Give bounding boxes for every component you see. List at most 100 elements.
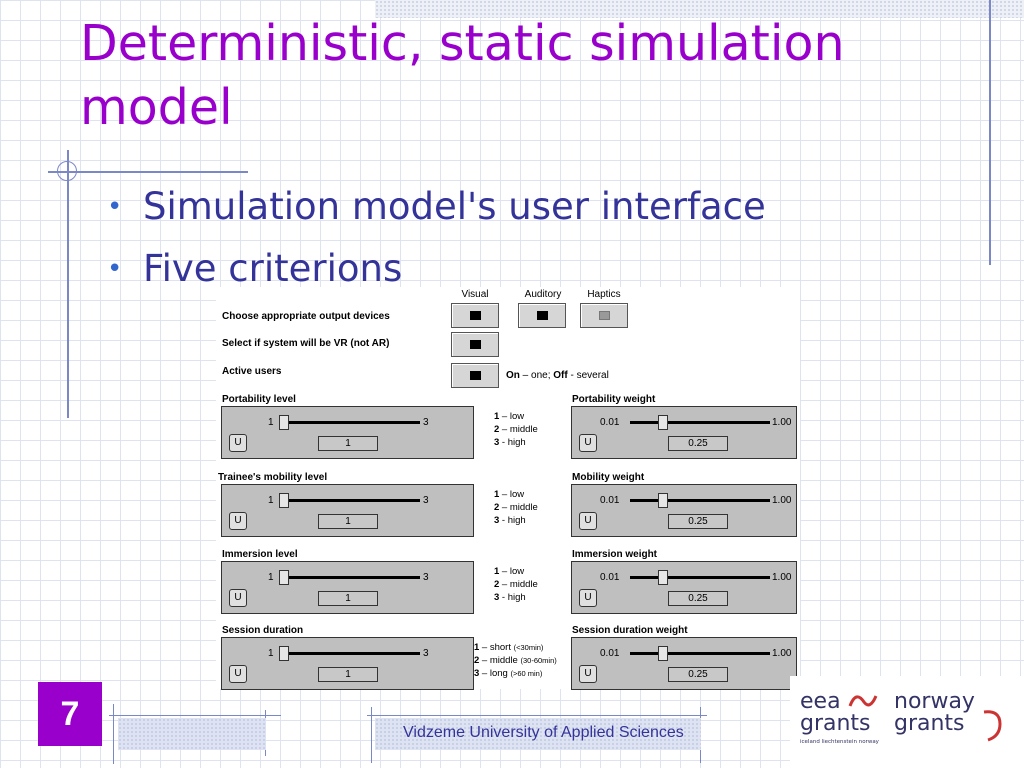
- slider-track[interactable]: [282, 499, 420, 502]
- weight-slider-panel: 0.01 1.00 0.25 U: [571, 484, 797, 537]
- slider-value-field: 0.25: [668, 667, 728, 682]
- slider-thumb[interactable]: [279, 646, 289, 661]
- legend-text: – middle: [479, 655, 521, 666]
- slider-track[interactable]: [630, 421, 770, 424]
- grants-logos: eea grants iceland liechtenstein norway …: [790, 676, 1024, 768]
- slider-value-field: 1: [318, 667, 378, 682]
- update-button[interactable]: U: [229, 512, 247, 530]
- decor-line: [109, 715, 281, 716]
- slider-thumb[interactable]: [658, 493, 668, 508]
- top-decor-band: [375, 0, 1024, 18]
- simulation-ui-panel: Visual Auditory Haptics Choose appropria…: [216, 287, 800, 690]
- legend-line: 3 - high: [494, 591, 538, 604]
- slider-thumb[interactable]: [279, 570, 289, 585]
- footer-text: Vidzeme University of Applied Sciences: [403, 724, 684, 741]
- legend-line: 3 - high: [494, 514, 538, 527]
- toggle-indicator: [599, 311, 610, 320]
- norway-logo-word: norway: [894, 689, 975, 714]
- slider-track[interactable]: [282, 576, 420, 579]
- active-users-toggle[interactable]: [451, 363, 499, 388]
- weight-slider-label: Session duration weight: [572, 625, 688, 636]
- slider-max-label: 1.00: [772, 572, 792, 583]
- active-users-label: Active users: [222, 366, 282, 377]
- level-slider-label: Immersion level: [222, 549, 298, 560]
- vr-label: Select if system will be VR (not AR): [222, 338, 390, 349]
- slider-max-label: 3: [423, 648, 429, 659]
- legend-line: 2 – middle (30-60min): [474, 654, 557, 667]
- output-devices-label: Choose appropriate output devices: [222, 311, 390, 322]
- off-text: - several: [567, 370, 609, 381]
- weight-slider-label: Immersion weight: [572, 549, 658, 560]
- legend-note: (<30min): [513, 643, 544, 652]
- bullet-text: Five criterions: [143, 247, 403, 290]
- toggle-indicator: [470, 340, 481, 349]
- footer-decor-box: [118, 718, 266, 750]
- weight-slider-label: Portability weight: [572, 394, 656, 405]
- slider-value-field: 1: [318, 591, 378, 606]
- slider-min-label: 0.01: [600, 648, 620, 659]
- footer-decor-box: [375, 718, 701, 750]
- column-header-visual: Visual: [461, 289, 489, 300]
- legend-note: (30-60min): [520, 656, 557, 665]
- slider-min-label: 0.01: [600, 417, 620, 428]
- vr-toggle[interactable]: [451, 332, 499, 357]
- legend-number: 3: [494, 592, 500, 603]
- legend-number: 1: [494, 411, 500, 422]
- eea-logo-word: eea: [800, 689, 841, 714]
- slider-track[interactable]: [282, 652, 420, 655]
- update-button[interactable]: U: [229, 589, 247, 607]
- slider-thumb[interactable]: [658, 570, 668, 585]
- slider-min-label: 0.01: [600, 572, 620, 583]
- legend-number: 1: [474, 642, 480, 653]
- legend-text: - high: [499, 515, 526, 526]
- update-button[interactable]: U: [579, 665, 597, 683]
- slider-thumb[interactable]: [658, 415, 668, 430]
- update-button[interactable]: U: [579, 589, 597, 607]
- level-slider-label: Trainee's mobility level: [218, 472, 328, 483]
- update-button[interactable]: U: [579, 512, 597, 530]
- slider-thumb[interactable]: [279, 415, 289, 430]
- decor-line: [989, 0, 991, 265]
- haptics-toggle[interactable]: [580, 303, 628, 328]
- slider-min-label: 0.01: [600, 495, 620, 506]
- visual-toggle[interactable]: [451, 303, 499, 328]
- slider-value-field: 0.25: [668, 514, 728, 529]
- legend-line: 1 – low: [494, 488, 538, 501]
- eea-swirl-icon: [848, 695, 878, 707]
- legend-text: – middle: [499, 502, 538, 513]
- slider-value-field: 0.25: [668, 436, 728, 451]
- legend-text: – low: [499, 411, 525, 422]
- toggle-indicator: [470, 371, 481, 380]
- slider-thumb[interactable]: [279, 493, 289, 508]
- slider-track[interactable]: [282, 421, 420, 424]
- slider-value-field: 1: [318, 514, 378, 529]
- slider-max-label: 1.00: [772, 417, 792, 428]
- off-word: Off: [553, 370, 568, 381]
- slider-min-label: 1: [268, 495, 274, 506]
- legend-text: – long: [479, 668, 511, 679]
- toggle-indicator: [470, 311, 481, 320]
- legend-number: 2: [474, 655, 480, 666]
- slider-max-label: 3: [423, 572, 429, 583]
- update-button[interactable]: U: [229, 665, 247, 683]
- legend-line: 1 – short (<30min): [474, 641, 557, 654]
- slider-thumb[interactable]: [658, 646, 668, 661]
- bullet-list: •Simulation model's user interface •Five…: [105, 176, 766, 300]
- auditory-toggle[interactable]: [518, 303, 566, 328]
- legend-text: – low: [499, 489, 525, 500]
- slider-max-label: 1.00: [772, 495, 792, 506]
- slider-min-label: 1: [268, 648, 274, 659]
- column-header-haptics: Haptics: [587, 289, 621, 300]
- slider-track[interactable]: [630, 499, 770, 502]
- legend-line: 2 – middle: [494, 423, 538, 436]
- update-button[interactable]: U: [229, 434, 247, 452]
- column-header-auditory: Auditory: [524, 289, 562, 300]
- slider-track[interactable]: [630, 576, 770, 579]
- decor-line: [48, 171, 248, 173]
- legend-number: 3: [494, 437, 500, 448]
- slider-min-label: 1: [268, 572, 274, 583]
- slider-track[interactable]: [630, 652, 770, 655]
- update-button[interactable]: U: [579, 434, 597, 452]
